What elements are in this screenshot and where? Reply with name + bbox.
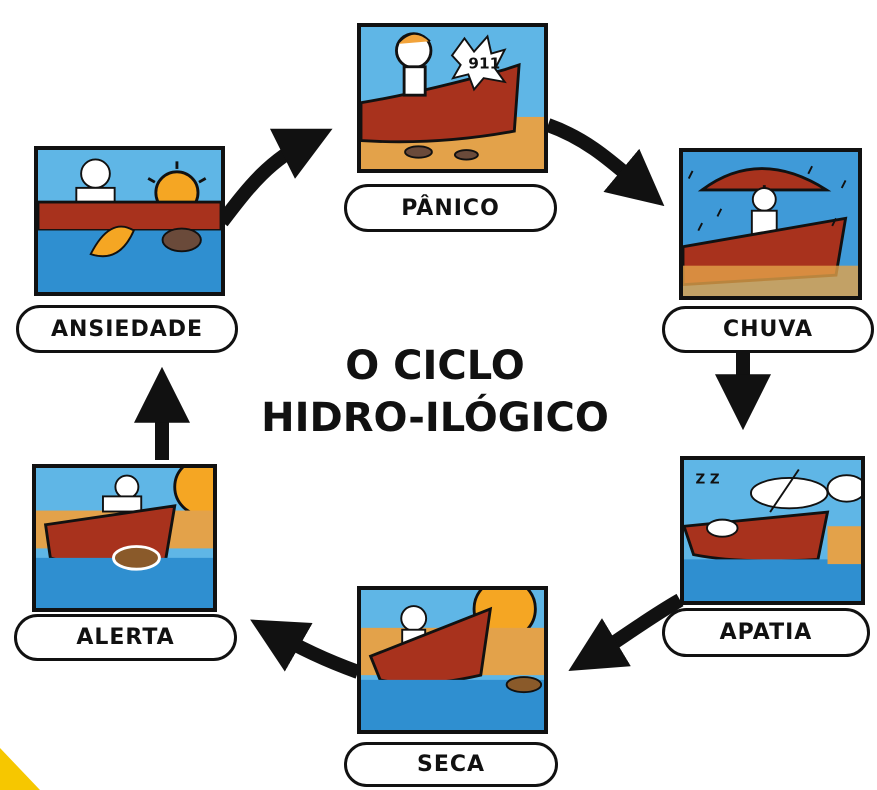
panel-apatia: Z Z <box>680 456 865 605</box>
rain-scene-illustration <box>683 152 858 296</box>
panel-ansiedade <box>34 146 225 296</box>
apathy-scene-illustration: Z Z <box>684 460 861 601</box>
label-alerta: ALERTA <box>14 614 237 661</box>
label-seca: SECA <box>344 742 558 787</box>
label-panico: PÂNICO <box>344 184 557 232</box>
label-apatia: APATIA <box>662 608 870 657</box>
drought-scene-illustration <box>361 590 544 730</box>
arrow-panico-to-chuva <box>545 118 665 207</box>
anxiety-scene-illustration <box>38 150 221 292</box>
diagram-title: O CICLO HIDRO-ILÓGICO <box>250 340 620 444</box>
alert-scene-illustration <box>36 468 213 608</box>
label-chuva: CHUVA <box>662 306 874 353</box>
label-ansiedade: ANSIEDADE <box>16 305 238 353</box>
panel-alerta <box>32 464 217 612</box>
title-line-2: HIDRO-ILÓGICO <box>261 395 609 441</box>
panel-seca <box>357 586 548 734</box>
panic-scene-illustration: 911 <box>361 27 544 169</box>
arrow-ansiedade-to-panico <box>216 128 333 227</box>
title-line-1: O CICLO <box>345 343 525 389</box>
arrow-seca-to-alerta <box>250 619 361 679</box>
corner-accent <box>0 748 40 790</box>
panel-chuva <box>679 148 862 300</box>
panel-panico: 911 <box>357 23 548 173</box>
snore-sign: Z Z <box>695 473 719 488</box>
panic-911-sign: 911 <box>468 55 500 73</box>
